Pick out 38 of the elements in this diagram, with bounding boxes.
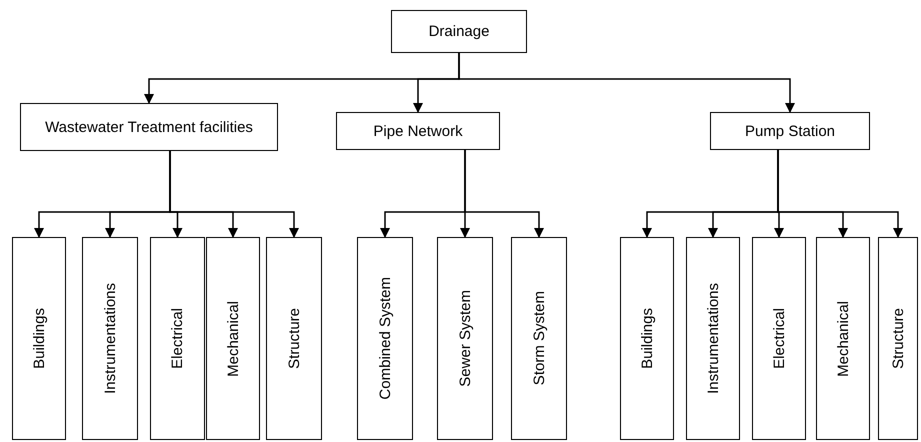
arrow — [169, 151, 299, 238]
box-label: Storm System — [530, 291, 548, 386]
box-label: Mechanical — [224, 300, 242, 376]
leaf-box — [816, 237, 870, 440]
leaf-box — [150, 237, 205, 440]
arrow — [458, 53, 795, 113]
leaf-box — [12, 237, 66, 440]
leaf-box — [620, 237, 674, 440]
leaf-box — [511, 237, 567, 440]
leaf-box — [878, 237, 918, 440]
leaf-box — [206, 237, 260, 440]
box-label: Electrical — [770, 308, 788, 369]
box-label: Instrumentations — [102, 283, 118, 394]
leaf-box — [266, 237, 322, 440]
leaf-box — [357, 237, 413, 440]
box-label: Combined System — [376, 277, 394, 400]
leaf-box — [437, 237, 493, 440]
category-box — [391, 10, 527, 53]
arrow — [464, 150, 544, 238]
box-label: Pipe Network — [373, 122, 463, 140]
box-label: Electrical — [169, 308, 186, 369]
box-label: Wastewater Treatment facilities — [45, 118, 253, 136]
category-box — [710, 112, 870, 150]
category-box — [20, 103, 278, 151]
box-label: Instrumentations — [704, 283, 722, 394]
box-label: Buildings — [638, 308, 656, 369]
leaf-box — [752, 237, 806, 440]
box-label: Mechanical — [834, 300, 852, 376]
box-label: Structure — [286, 308, 302, 369]
category-box — [336, 112, 500, 150]
leaf-box — [82, 237, 138, 440]
box-label: Structure — [890, 308, 906, 369]
box-label: Pump Station — [744, 122, 836, 140]
box-label: Buildings — [30, 308, 48, 369]
arrow — [777, 150, 903, 238]
box-label: Drainage — [428, 23, 490, 40]
leaf-box — [686, 237, 740, 440]
box-label: Sewer System — [456, 290, 474, 387]
